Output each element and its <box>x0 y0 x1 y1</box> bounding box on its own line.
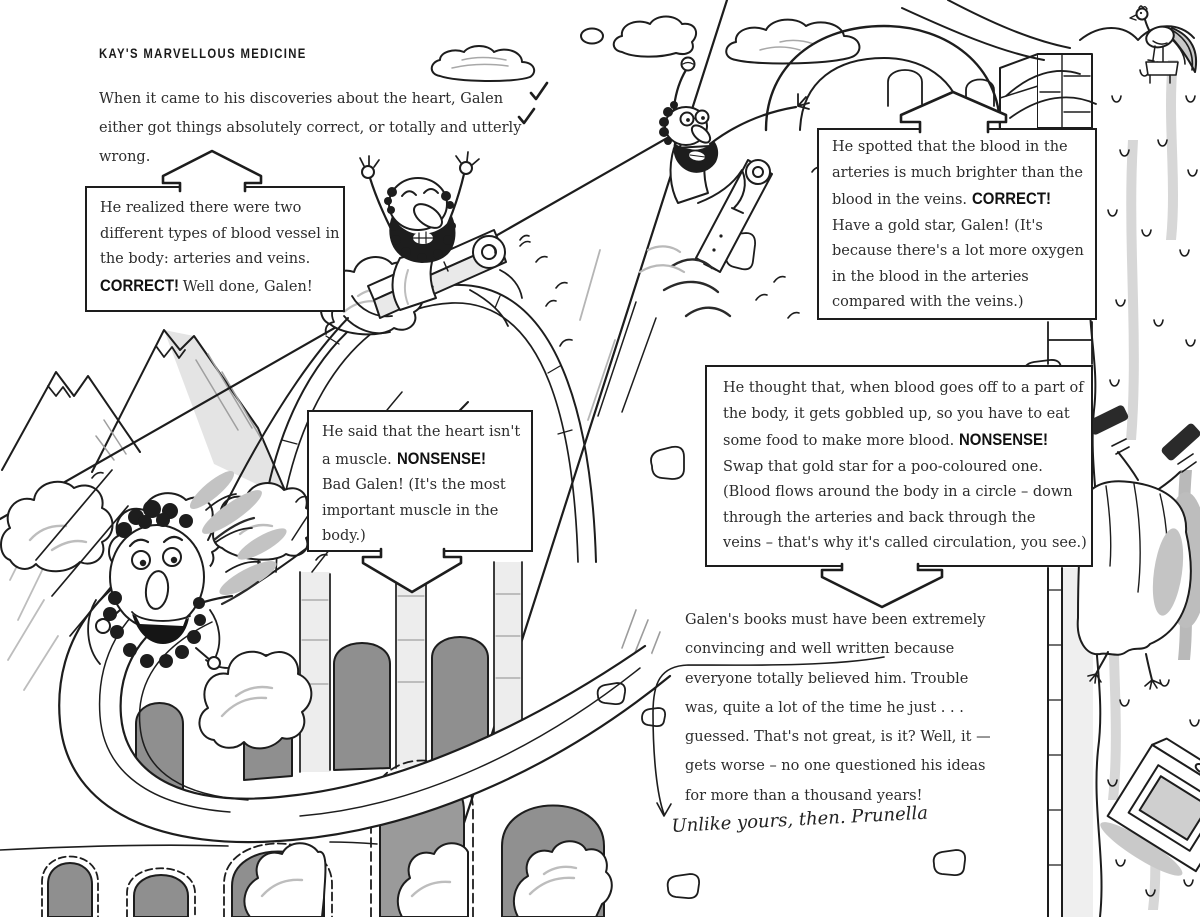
clouds-icon <box>430 15 861 82</box>
checkmarks-icon <box>517 81 549 125</box>
outro-paragraph: Galen's books must have been extremely c… <box>685 612 991 804</box>
falling-woman <box>1076 405 1200 690</box>
galen-rider-bottom <box>35 469 328 670</box>
intro-paragraph: When it came to his discoveries about th… <box>99 91 522 165</box>
galen-rider-top <box>638 56 836 319</box>
page-header: KAY'S MARVELLOUS MEDICINE <box>99 46 307 61</box>
annotation-arrow-icon <box>652 656 885 817</box>
callout-blood-gobbled: He thought that, when blood goes off to … <box>705 365 1093 567</box>
rooster-icon <box>1129 5 1197 84</box>
callout-heart-muscle: He said that the heart isn't a muscle.NO… <box>307 410 533 552</box>
callout-blood-brighter: He spotted that the blood in the arterie… <box>817 128 1097 320</box>
bushes-icon <box>0 256 613 917</box>
callout-blood-vessels: He realized there were two different typ… <box>85 186 345 312</box>
galen-rider-main <box>324 151 568 335</box>
picture-frame-icon <box>1100 737 1200 876</box>
